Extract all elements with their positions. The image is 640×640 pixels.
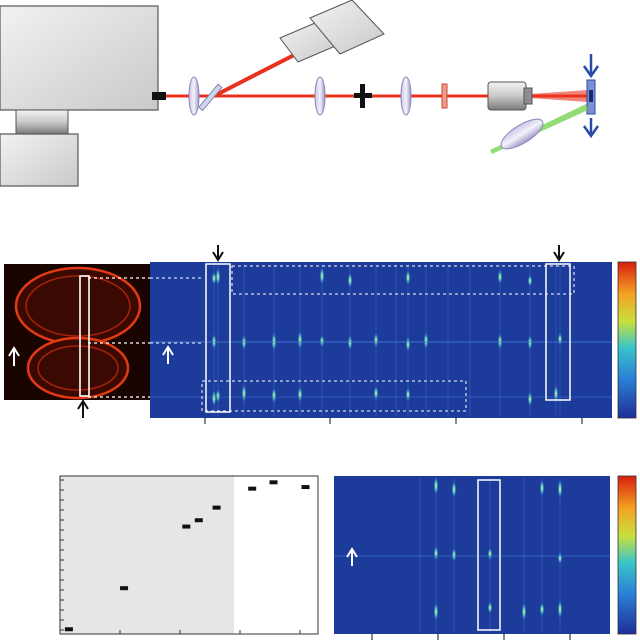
spectrum-c-box xyxy=(477,479,501,631)
panel-a-setup xyxy=(0,0,600,187)
droplet-up-arrow-head xyxy=(8,346,20,357)
plot-point-5 xyxy=(248,486,257,491)
spectral-spot xyxy=(373,332,379,349)
droplet-upper-inner xyxy=(25,275,131,337)
spectral-spot xyxy=(347,335,353,351)
droplet-upper xyxy=(14,266,142,346)
plot-point-4 xyxy=(212,505,221,510)
spectral-spot xyxy=(405,387,411,402)
plot-x-ticks xyxy=(119,630,301,634)
sample-cell xyxy=(589,90,593,102)
spectral-spot xyxy=(405,269,411,286)
panel-c xyxy=(59,475,637,640)
red-beam-branch xyxy=(213,50,301,98)
objective-tip xyxy=(523,87,533,105)
spectral-spot xyxy=(451,480,457,499)
spectral-spot xyxy=(319,266,325,286)
spectral-spot xyxy=(433,545,439,561)
spectral-spot xyxy=(241,383,247,404)
spectral-spot xyxy=(497,269,503,285)
plot-point-7 xyxy=(301,485,310,490)
spectral-spot xyxy=(527,274,533,287)
spectral-spot xyxy=(405,336,411,352)
solid-box-right xyxy=(545,263,571,401)
camera-base xyxy=(0,133,79,187)
spectral-spot xyxy=(433,602,439,622)
colorbar-b xyxy=(617,261,637,419)
spectrum-c-up-arrow-head xyxy=(346,547,358,558)
spectrum-up-arrow-head xyxy=(162,345,174,356)
spectral-spot xyxy=(553,384,559,403)
top-arrow-right-head xyxy=(553,251,565,262)
plot-background-white xyxy=(234,476,318,634)
spectral-spot xyxy=(319,334,325,348)
lens-2 xyxy=(314,76,326,116)
panel-b xyxy=(4,245,637,424)
plot-y-ticks xyxy=(60,479,64,631)
plot-point-2 xyxy=(182,524,191,529)
spectral-spot xyxy=(497,332,503,351)
spectral-spot xyxy=(521,602,527,622)
spectral-spot xyxy=(557,599,563,619)
down-arrow-2-head xyxy=(582,125,600,139)
spectrum-c-lines xyxy=(419,476,563,632)
top-arrow-left-head xyxy=(212,251,224,262)
spectral-spot xyxy=(487,601,493,614)
camera-body xyxy=(0,5,159,111)
droplet-slit xyxy=(79,275,90,397)
spectral-spot xyxy=(215,389,221,403)
camera-port xyxy=(152,92,166,100)
spectral-spot xyxy=(557,479,563,499)
droplet-lower xyxy=(26,336,130,400)
spectrum-image xyxy=(150,262,612,418)
spectral-spot xyxy=(271,387,277,404)
spectral-spot xyxy=(211,389,217,407)
spectral-spot xyxy=(539,479,545,497)
solid-box-left xyxy=(205,263,231,413)
plot-point-1 xyxy=(120,586,129,591)
objective-body xyxy=(487,81,527,111)
spectral-spot xyxy=(297,386,303,403)
dashed-box-upper xyxy=(231,265,575,295)
dashed-box-lower xyxy=(201,380,467,412)
camera-lens-mount xyxy=(15,109,69,135)
colorbar-c xyxy=(617,475,637,635)
spectral-spot xyxy=(297,330,303,350)
green-lens xyxy=(500,118,544,150)
lens-1 xyxy=(188,76,200,116)
dichroic-mirror xyxy=(198,83,223,112)
plot-point-3 xyxy=(194,518,203,523)
plot-point-6 xyxy=(269,480,278,485)
spectral-spot xyxy=(539,602,545,617)
down-arrow-head xyxy=(582,65,600,79)
laser-source-body xyxy=(309,0,385,55)
spectral-spot xyxy=(433,476,439,496)
black-up-arrow-head xyxy=(77,399,89,410)
pinhole-horizontal xyxy=(354,93,372,98)
spectrum-c-image xyxy=(334,476,610,634)
spectral-spot xyxy=(557,332,563,346)
spectral-spot xyxy=(557,552,563,565)
red-beam-cone xyxy=(530,90,588,102)
spectral-spot xyxy=(211,271,217,285)
spectral-spot xyxy=(373,385,379,401)
spectral-spot xyxy=(451,547,457,563)
plot-points xyxy=(64,480,310,632)
lens-3 xyxy=(400,76,412,116)
plot-frame xyxy=(59,475,319,635)
spectral-spot xyxy=(347,272,353,289)
spectral-spot xyxy=(487,547,493,561)
spectral-spot xyxy=(215,267,221,286)
filter xyxy=(441,83,448,109)
plot-background-gray xyxy=(60,476,234,634)
plot-point-0 xyxy=(64,627,73,632)
droplet-lower-inner xyxy=(37,345,119,391)
spectral-spot xyxy=(423,331,429,350)
spectral-spot xyxy=(527,391,533,407)
